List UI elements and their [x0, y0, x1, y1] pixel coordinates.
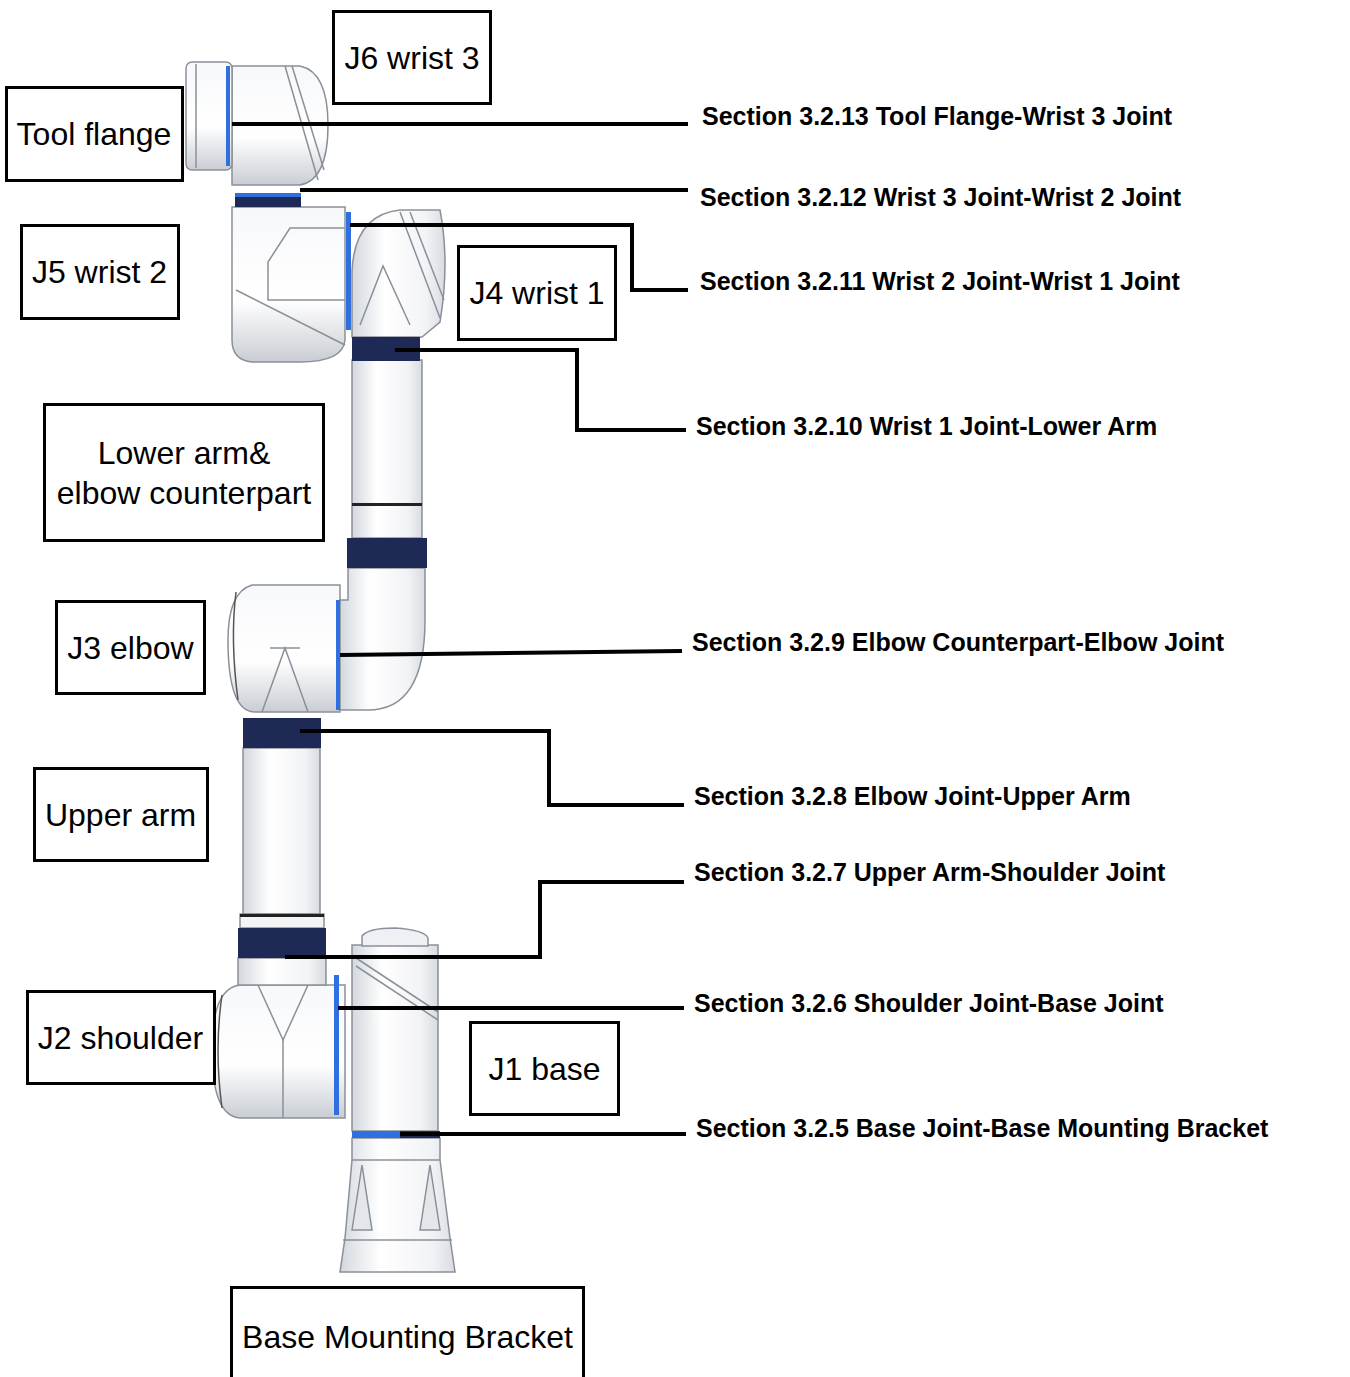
part-name: J6 wrist 3	[344, 38, 479, 78]
wrist2-stripe	[236, 290, 345, 345]
tool-flange	[186, 62, 232, 170]
shape-group	[186, 62, 455, 1272]
part-name: J4 wrist 1	[469, 273, 604, 313]
leader-line	[395, 350, 686, 430]
label-box: Base Mounting Bracket	[230, 1286, 585, 1377]
elbow-joint	[228, 585, 340, 712]
base-joint	[352, 945, 438, 1131]
label-box: Lower arm& elbow counterpart	[43, 403, 325, 542]
base-bracket	[340, 1138, 455, 1272]
part-name: Upper arm	[45, 795, 196, 835]
shoulder-detail	[282, 1040, 284, 1118]
leader-line	[338, 1006, 684, 1010]
label-box: J1 base	[469, 1021, 620, 1116]
label-box: J2 shoulder	[26, 990, 216, 1085]
label-box: Upper arm	[33, 767, 209, 862]
bracket-rib	[420, 1165, 440, 1230]
shoulder-detail	[218, 995, 222, 1108]
section-reference: Section 3.2.12 Wrist 3 Joint-Wrist 2 Joi…	[700, 182, 1181, 212]
arm-line	[352, 503, 422, 506]
joint-band-blue	[352, 1131, 400, 1138]
part-name: Tool flange	[17, 114, 172, 154]
upper-arm	[243, 748, 320, 914]
label-box: J5 wrist 2	[20, 224, 180, 320]
base-stripe	[356, 966, 438, 1020]
section-reference: Section 3.2.11 Wrist 2 Joint-Wrist 1 Joi…	[700, 266, 1180, 296]
joint-band-blue	[334, 975, 339, 1115]
joint-band	[238, 928, 326, 958]
leader-line	[232, 122, 688, 126]
joint-band-blue	[346, 212, 351, 330]
shoulder-joint	[212, 985, 345, 1118]
section-reference: Section 3.2.6 Shoulder Joint-Base Joint	[694, 988, 1164, 1018]
label-box: Tool flange	[5, 86, 184, 182]
section-reference: Section 3.2.8 Elbow Joint-Upper Arm	[694, 781, 1131, 811]
shoulder-detail	[258, 985, 308, 1040]
bracket-rim	[343, 1239, 452, 1241]
arm-ring	[240, 914, 324, 928]
joint-band-blue	[336, 600, 340, 710]
leader-line	[300, 731, 684, 805]
part-name: Lower arm& elbow counterpart	[55, 433, 313, 513]
part-name: Base Mounting Bracket	[242, 1317, 573, 1357]
joint-band	[347, 538, 427, 568]
part-name: J5 wrist 2	[32, 252, 167, 292]
wrist2-detail	[268, 228, 345, 300]
base-stripe	[356, 958, 438, 1012]
wrist1-joint	[352, 210, 445, 337]
leader-line	[300, 188, 688, 192]
part-name: J3 elbow	[67, 628, 193, 668]
label-box: J4 wrist 1	[457, 245, 617, 341]
section-reference: Section 3.2.9 Elbow Counterpart-Elbow Jo…	[692, 627, 1224, 657]
elbow-counterpart	[340, 568, 425, 710]
part-name: J2 shoulder	[38, 1018, 203, 1058]
label-box: J3 elbow	[55, 600, 206, 695]
leader-line	[285, 882, 684, 957]
section-reference: Section 3.2.7 Upper Arm-Shoulder Joint	[694, 857, 1165, 887]
elbow-detail	[233, 592, 238, 700]
wrist1-stripe	[400, 212, 440, 318]
shoulder-ring	[238, 958, 326, 985]
arm-line	[240, 914, 324, 917]
elbow-detail	[262, 648, 308, 712]
wrist2-joint	[232, 207, 345, 362]
bracket-rim	[352, 1159, 440, 1161]
shape-group	[232, 124, 688, 1134]
section-reference: Section 3.2.13 Tool Flange-Wrist 3 Joint	[702, 101, 1172, 131]
leader-line	[400, 1132, 686, 1136]
elbow-detail	[270, 647, 300, 649]
lower-arm	[352, 360, 422, 538]
section-reference: Section 3.2.10 Wrist 1 Joint-Lower Arm	[696, 411, 1157, 441]
joint-band-blue	[235, 193, 301, 197]
wrist3-stripe	[292, 66, 324, 170]
section-reference: Section 3.2.5 Base Joint-Base Mounting B…	[696, 1113, 1268, 1143]
flange-rim	[195, 64, 197, 168]
joint-band-blue	[226, 66, 230, 166]
label-box: J6 wrist 3	[332, 10, 492, 105]
base-cap	[362, 928, 428, 946]
part-name: J1 base	[488, 1049, 600, 1089]
wrist1-detail	[360, 266, 410, 325]
leader-line	[340, 651, 682, 655]
bracket-rib	[352, 1165, 372, 1230]
